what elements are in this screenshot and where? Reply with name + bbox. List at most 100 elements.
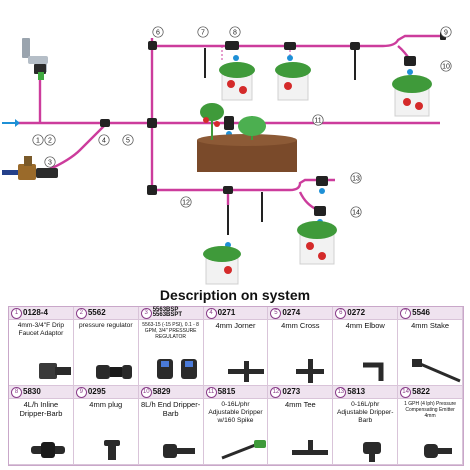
garden-bed [197, 103, 297, 172]
part-code: 0295 [87, 387, 106, 396]
callout-label: 14 [352, 209, 360, 216]
stake-icon [412, 359, 461, 383]
tee-connector-icon [292, 440, 329, 455]
part-description: 1 GPH (4 lph) Pressure Compensating Emit… [404, 401, 457, 419]
part-code: 5829 [152, 387, 171, 396]
callout-label: 3 [48, 159, 52, 166]
callout-2: 2 [44, 134, 56, 146]
callout-7: 7 [197, 26, 209, 38]
callout-label: 4 [102, 137, 106, 144]
part-code: 5546 [412, 308, 430, 317]
part-number-badge: 10 [140, 387, 152, 398]
part-description: 4mm plug [89, 400, 123, 409]
part-code: 5815 [217, 387, 236, 396]
part-number-badge: 3 [140, 308, 152, 319]
callout-label: 9 [444, 29, 448, 36]
section-title: Description on system [159, 287, 311, 303]
cross-connector-icon [296, 359, 325, 383]
plug-icon [103, 440, 120, 460]
callout-label: 6 [156, 29, 160, 36]
part-description: 0-16L/phr Adjustable Dripper-Barb [336, 401, 394, 424]
callout-6: 6 [152, 26, 164, 38]
part-description: pressure regulator [79, 322, 133, 329]
emitter-icon [424, 444, 453, 458]
part-number-badge: 13 [335, 387, 347, 398]
callout-8: 8 [229, 26, 241, 38]
callout-13: 13 [350, 172, 362, 184]
callout-4: 4 [98, 134, 110, 146]
water-inlet-arrow [2, 119, 20, 127]
callout-label: 8 [233, 29, 237, 36]
part-number-badge: 2 [75, 308, 87, 319]
inline-dripper-icon [31, 442, 65, 458]
part-code: 0271 [217, 308, 236, 317]
callout-9: 9 [440, 26, 452, 38]
part-description: 4mm-3/4"F Drip Faucet Adaptor [17, 322, 65, 337]
part-number-badge: 6 [335, 308, 347, 319]
part-description: 4mm Tee [284, 400, 316, 409]
part-code: 5562 [87, 308, 106, 317]
part-description: 0-16L/phr Adjustable Dripper w/160 Spike [208, 401, 263, 424]
part-description: 4mm Elbow [345, 321, 385, 330]
callout-label: 5 [126, 137, 130, 144]
regulator-pair-icon [156, 359, 197, 379]
part-code: 5830 [23, 387, 41, 396]
part-number-badge: 11 [205, 387, 217, 398]
callout-11: 11 [312, 114, 324, 126]
callout-12: 12 [180, 196, 192, 208]
part-code: 0272 [347, 308, 366, 317]
spike-dripper-icon [221, 440, 266, 460]
callout-14: 14 [350, 206, 362, 218]
connectors [100, 32, 446, 195]
callout-label: 1 [36, 137, 40, 144]
part-code: 0274 [282, 308, 301, 317]
part-number-badge: 4 [205, 308, 217, 319]
part-description: 4mm Stake [411, 321, 450, 330]
part-number-badge: 5 [270, 308, 282, 319]
four-way-cross-icon [227, 361, 264, 382]
pressure-regulator-icon [95, 365, 132, 379]
part-description: 5563-15 (-15 PSI), 0.1 - 8 GPM, 3/4" PRE… [142, 322, 199, 340]
callout-10: 10 [440, 60, 452, 72]
callout-label: 7 [201, 29, 205, 36]
elbow-connector-icon [363, 362, 384, 381]
callout-label: 11 [314, 117, 321, 124]
callout-3: 3 [44, 156, 56, 168]
callout-label: 12 [182, 199, 190, 206]
strawberry-planters [203, 62, 432, 285]
part-code: 5813 [347, 387, 366, 396]
pressure-regulator-brass-icon [2, 156, 58, 180]
stakes [204, 48, 356, 235]
faucet-icon [22, 38, 48, 80]
part-number-badge: 8 [11, 387, 22, 398]
part-description: 4mm Cross [281, 321, 320, 330]
callout-label: 10 [442, 63, 450, 70]
callout-label: 13 [352, 175, 360, 182]
part-description: 8L/h End Dripper-Barb [141, 400, 201, 418]
end-dripper-icon [162, 444, 195, 458]
adjustable-dripper-icon [363, 442, 382, 462]
